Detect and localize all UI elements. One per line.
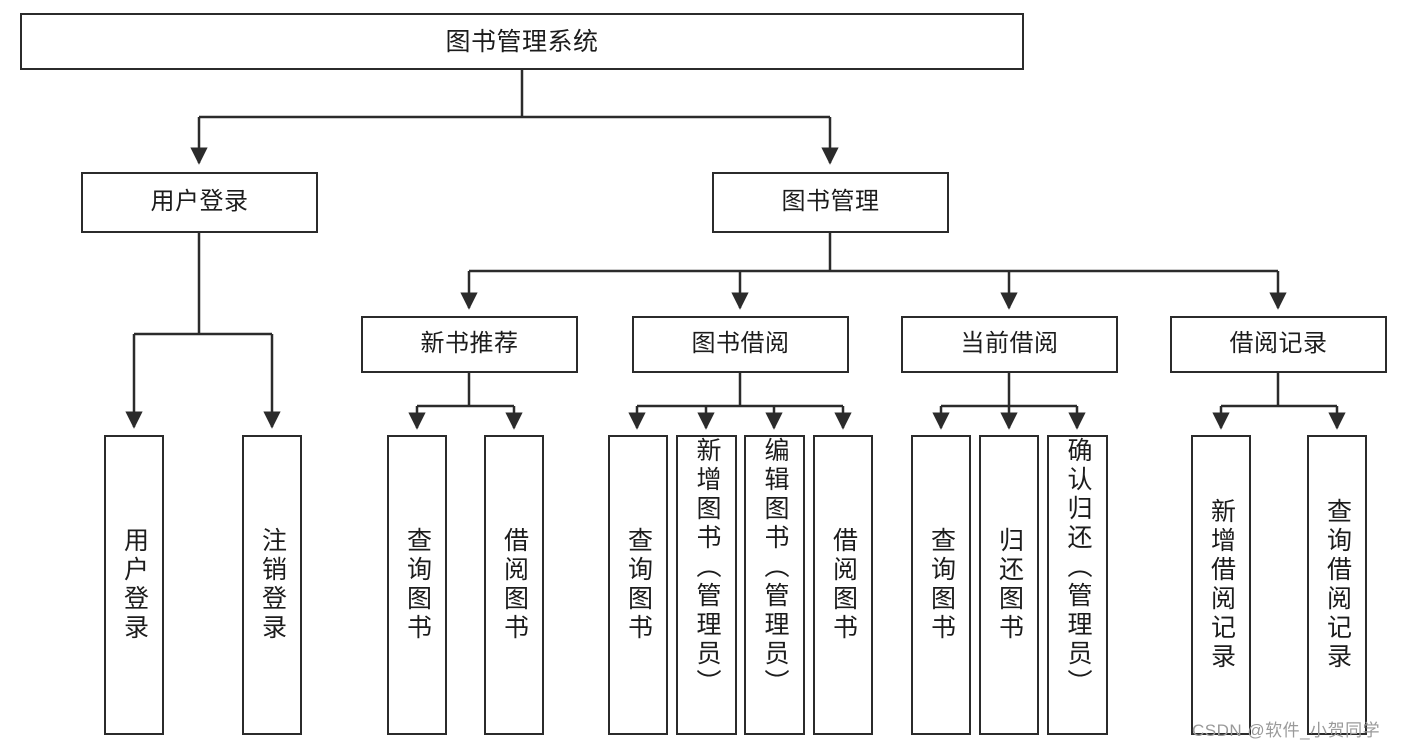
leaf-borrow-borrow-book[interactable]: 借阅图书	[813, 435, 873, 735]
leaf-borrow-edit-book-admin[interactable]: 编辑图书（管理员）	[744, 435, 805, 735]
node-label: 归还图书	[995, 527, 1024, 643]
node-new-book-recommend[interactable]: 新书推荐	[361, 316, 578, 373]
leaf-current-query-book[interactable]: 查询图书	[911, 435, 971, 735]
node-label: 借阅记录	[1229, 330, 1328, 358]
leaf-user-login-login[interactable]: 用户登录	[104, 435, 164, 735]
node-label: 图书借阅	[691, 330, 790, 358]
node-user-login[interactable]: 用户登录	[81, 172, 318, 233]
node-label: 查询借阅记录	[1323, 498, 1352, 672]
leaf-recommend-query-book[interactable]: 查询图书	[387, 435, 447, 735]
leaf-record-query-record[interactable]: 查询借阅记录	[1307, 435, 1367, 735]
node-label: 查询图书	[403, 527, 432, 643]
leaf-borrow-add-book-admin[interactable]: 新增图书（管理员）	[676, 435, 737, 735]
leaf-borrow-query-book[interactable]: 查询图书	[608, 435, 668, 735]
node-label: 新书推荐	[420, 330, 519, 358]
node-label: 借阅图书	[500, 527, 529, 643]
node-label: 查询图书	[927, 527, 956, 643]
csdn-watermark: CSDN @软件_小贺同学	[1192, 721, 1381, 740]
node-book-management[interactable]: 图书管理	[712, 172, 949, 233]
node-label: 用户登录	[120, 527, 149, 643]
leaf-current-confirm-return-admin[interactable]: 确认归还（管理员）	[1047, 435, 1108, 735]
node-label: 注销登录	[258, 527, 287, 643]
node-label: 查询图书	[624, 527, 653, 643]
node-book-borrow[interactable]: 图书借阅	[632, 316, 849, 373]
node-label: 图书管理系统	[445, 27, 599, 56]
node-root-system[interactable]: 图书管理系统	[20, 13, 1024, 70]
node-label: 借阅图书	[829, 527, 858, 643]
node-label: 当前借阅	[960, 330, 1059, 358]
node-current-borrow[interactable]: 当前借阅	[901, 316, 1118, 373]
leaf-user-login-logout[interactable]: 注销登录	[242, 435, 302, 735]
node-label: 用户登录	[150, 188, 249, 216]
node-label: 新增借阅记录	[1207, 498, 1236, 672]
leaf-current-return-book[interactable]: 归还图书	[979, 435, 1039, 735]
node-borrow-record[interactable]: 借阅记录	[1170, 316, 1387, 373]
node-label: 图书管理	[781, 188, 880, 216]
node-label: 新增图书（管理员）	[693, 437, 721, 698]
leaf-record-add-record[interactable]: 新增借阅记录	[1191, 435, 1251, 735]
node-label: 编辑图书（管理员）	[761, 437, 789, 698]
node-label: 确认归还（管理员）	[1064, 437, 1092, 698]
leaf-recommend-borrow-book[interactable]: 借阅图书	[484, 435, 544, 735]
